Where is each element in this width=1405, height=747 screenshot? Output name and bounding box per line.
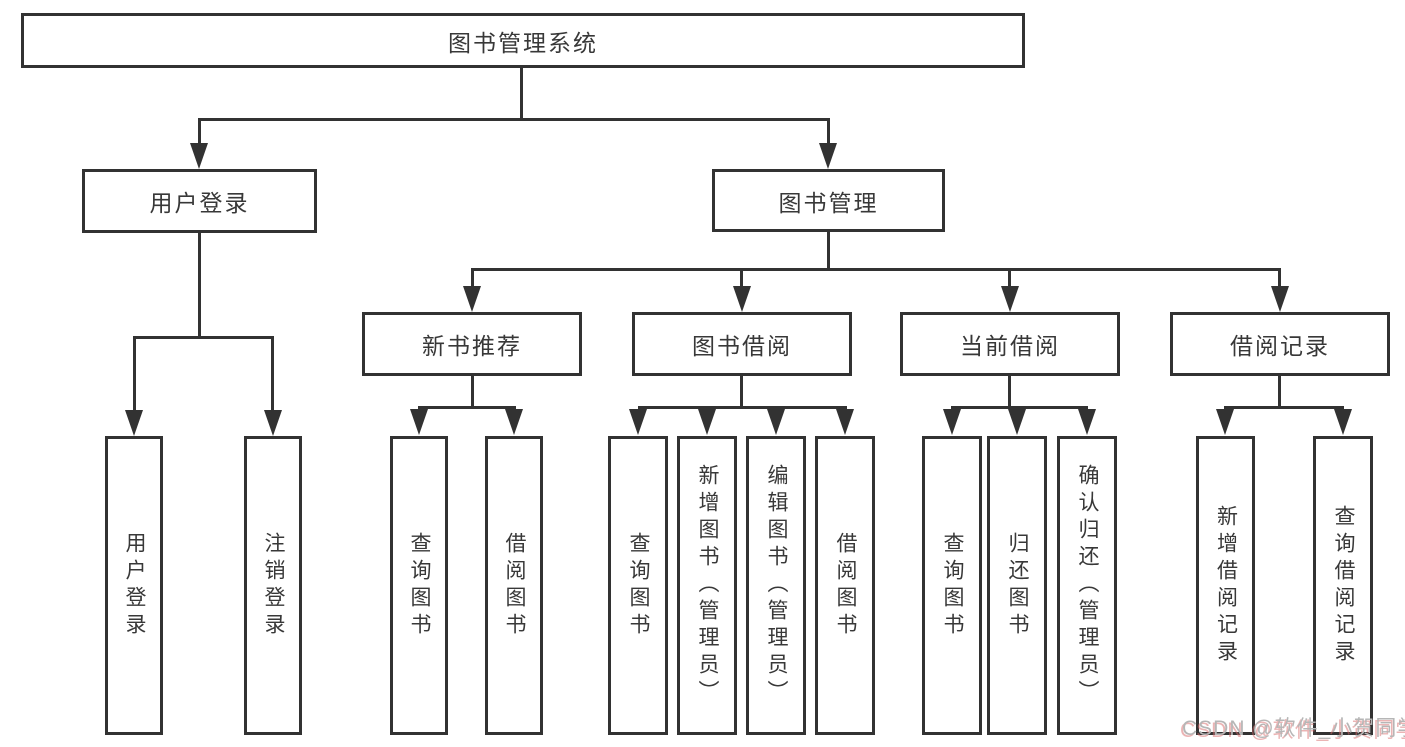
- node-current-borrowing: 当前借阅: [900, 312, 1120, 376]
- connector-arrow-down: [505, 409, 523, 435]
- leaf-user-login: 用户登录: [105, 436, 163, 735]
- leaf-logout: 注销登录: [244, 436, 302, 735]
- leaf-edit-books-admin: 编辑图书（管理员）: [746, 436, 806, 735]
- connector-arrow-down: [190, 143, 208, 169]
- node-user-login: 用户登录: [82, 169, 317, 233]
- connector-line: [271, 336, 274, 412]
- connector-line: [1278, 376, 1281, 408]
- connector-line: [418, 406, 516, 409]
- leaf-search-borrow-record: 查询借阅记录: [1313, 436, 1373, 735]
- leaf-borrow-books-recommend: 借阅图书: [485, 436, 543, 735]
- connector-arrow-down: [836, 409, 854, 435]
- leaf-add-books-admin: 新增图书（管理员）: [677, 436, 737, 735]
- connector-arrow-down: [1271, 286, 1289, 312]
- connector-line: [827, 118, 830, 146]
- connector-line: [133, 336, 136, 412]
- connector-line: [198, 118, 830, 121]
- leaf-add-borrow-record: 新增借阅记录: [1196, 436, 1255, 735]
- node-new-book-recommendation: 新书推荐: [362, 312, 582, 376]
- connector-line: [198, 233, 201, 337]
- node-borrowing-records: 借阅记录: [1170, 312, 1390, 376]
- connector-line: [827, 232, 830, 271]
- leaf-search-books-recommend: 查询图书: [390, 436, 448, 735]
- leaf-return-books: 归还图书: [987, 436, 1047, 735]
- connector-arrow-down: [410, 409, 428, 435]
- connector-arrow-down: [1216, 409, 1234, 435]
- connector-arrow-down: [1001, 286, 1019, 312]
- leaf-confirm-return-admin: 确认归还（管理员）: [1057, 436, 1117, 735]
- connector-arrow-down: [943, 409, 961, 435]
- connector-arrow-down: [1008, 409, 1026, 435]
- connector-line: [638, 406, 847, 409]
- leaf-search-books-current: 查询图书: [922, 436, 982, 735]
- connector-arrow-down: [125, 410, 143, 436]
- node-book-borrowing: 图书借阅: [632, 312, 852, 376]
- connector-line: [471, 268, 474, 288]
- connector-line: [740, 268, 743, 288]
- connector-arrow-down: [264, 410, 282, 436]
- connector-line: [1008, 268, 1011, 288]
- node-library-management-system: 图书管理系统: [21, 13, 1025, 68]
- leaf-search-books-borrowing: 查询图书: [608, 436, 668, 735]
- connector-line: [1278, 268, 1281, 288]
- connector-line: [1008, 376, 1011, 408]
- leaf-borrow-books: 借阅图书: [815, 436, 875, 735]
- connector-arrow-down: [698, 409, 716, 435]
- connector-line: [740, 376, 743, 408]
- connector-arrow-down: [819, 143, 837, 169]
- connector-arrow-down: [767, 409, 785, 435]
- connector-line: [520, 68, 523, 121]
- csdn-watermark: CSDN @软件_小贺同学: [1182, 717, 1405, 740]
- connector-line: [471, 376, 474, 408]
- connector-arrow-down: [629, 409, 647, 435]
- connector-line: [198, 118, 201, 146]
- connector-arrow-down: [463, 286, 481, 312]
- connector-arrow-down: [733, 286, 751, 312]
- connector-line: [471, 268, 1281, 271]
- connector-line: [133, 336, 274, 339]
- node-book-management: 图书管理: [712, 169, 945, 232]
- connector-line: [1224, 406, 1344, 409]
- connector-arrow-down: [1078, 409, 1096, 435]
- connector-line: [951, 406, 1088, 409]
- connector-arrow-down: [1334, 409, 1352, 435]
